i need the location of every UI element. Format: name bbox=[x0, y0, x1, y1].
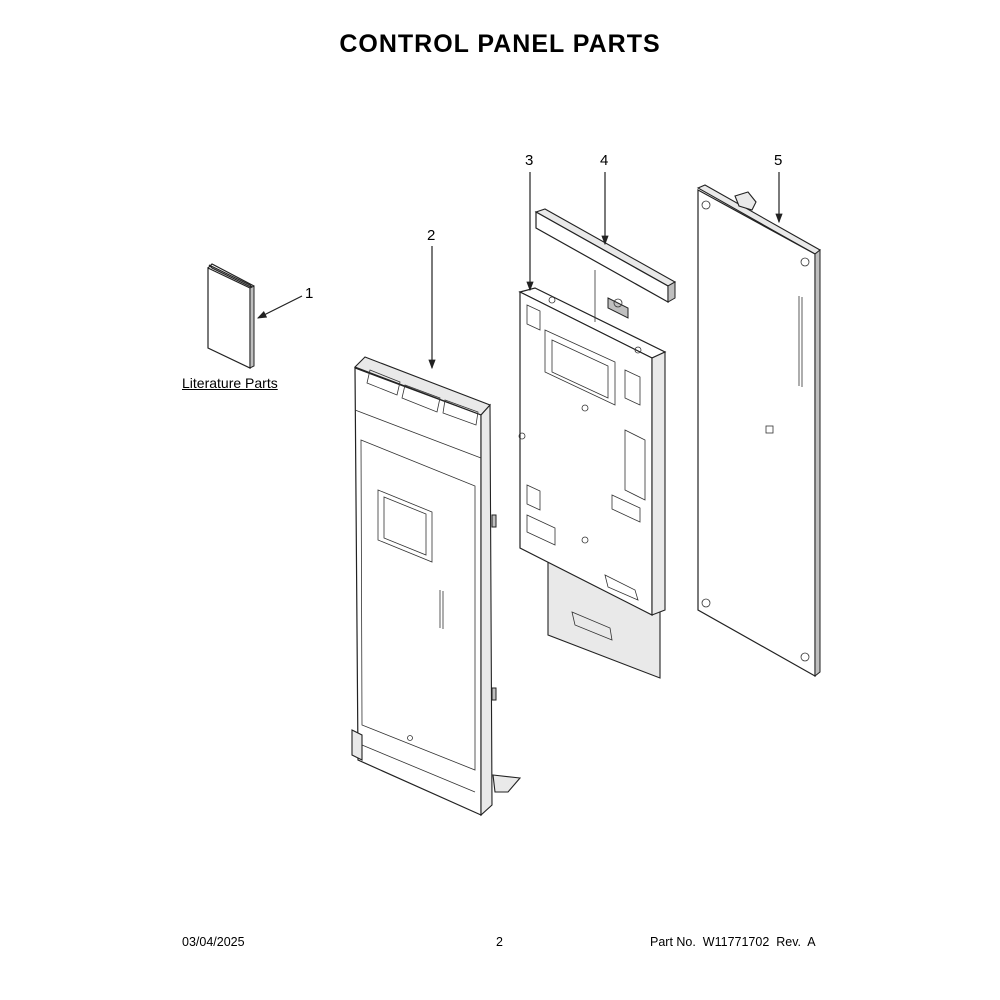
footer-page-number: 2 bbox=[496, 935, 503, 949]
footer-part-number: Part No. W11771702 Rev. A bbox=[650, 935, 816, 949]
callout-5: 5 bbox=[774, 152, 783, 169]
gasket-strip bbox=[534, 208, 677, 304]
electronic-control-board bbox=[518, 270, 667, 679]
control-panel-frame bbox=[351, 356, 522, 817]
touch-panel-board bbox=[696, 184, 821, 678]
callout-4: 4 bbox=[600, 152, 609, 169]
page-title: CONTROL PANEL PARTS bbox=[339, 30, 661, 58]
callout-2: 2 bbox=[427, 227, 436, 244]
footer-date: 03/04/2025 bbox=[182, 935, 245, 949]
callout-1: 1 bbox=[305, 285, 314, 302]
literature-parts-label: Literature Parts bbox=[182, 375, 278, 391]
callout-1-leader bbox=[256, 295, 303, 319]
literature-parts-booklet bbox=[207, 263, 255, 369]
callout-3: 3 bbox=[525, 152, 534, 169]
